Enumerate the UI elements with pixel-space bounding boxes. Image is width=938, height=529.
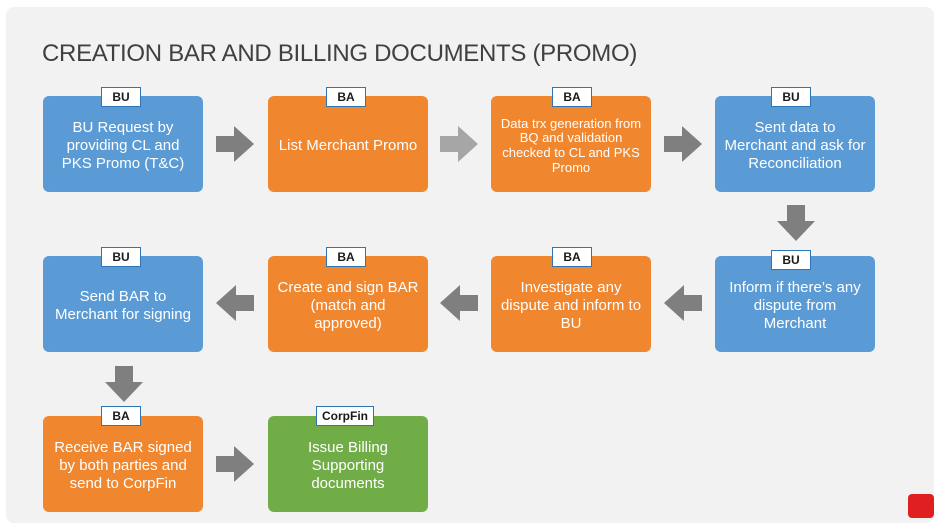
step-label: Receive BAR signed by both parties and s…	[54, 439, 192, 492]
step-issue-billing: Issue Billing Supporting documents	[268, 416, 428, 512]
role-tag-corpfin: CorpFin	[316, 406, 374, 426]
role-tag-ba: BA	[326, 247, 366, 267]
step-investigate-dispute: Investigate any dispute and inform to BU	[491, 256, 651, 352]
page-title: CREATION BAR AND BILLING DOCUMENTS (PROM…	[42, 40, 638, 67]
role-tag-bu: BU	[101, 87, 141, 107]
step-label: Create and sign BAR (match and approved)	[277, 279, 419, 332]
step-bu-request: BU Request by providing CL and PKS Promo…	[43, 96, 203, 192]
step-label: Data trx generation from BQ and validati…	[500, 115, 642, 175]
step-send-bar-merchant: Send BAR to Merchant for signing	[43, 256, 203, 352]
step-inform-dispute: Inform if there’s any dispute from Merch…	[715, 256, 875, 352]
arrow-left-icon	[440, 285, 478, 321]
role-tag-ba: BA	[101, 406, 141, 426]
step-label: BU Request by providing CL and PKS Promo…	[61, 119, 185, 172]
linkaja-logo	[908, 494, 934, 518]
role-tag-bu: BU	[771, 250, 811, 270]
arrow-right-icon	[440, 126, 478, 162]
step-receive-bar-signed: Receive BAR signed by both parties and s…	[43, 416, 203, 512]
role-tag-ba: BA	[326, 87, 366, 107]
step-label: Issue Billing Supporting documents	[307, 439, 389, 492]
arrow-right-icon	[216, 446, 254, 482]
step-data-trx-generation: Data trx generation from BQ and validati…	[491, 96, 651, 192]
role-tag-bu: BU	[101, 247, 141, 267]
arrow-left-icon	[664, 285, 702, 321]
step-label: List Merchant Promo	[278, 137, 418, 155]
arrow-down-icon	[777, 205, 815, 241]
role-tag-ba: BA	[552, 87, 592, 107]
arrow-right-icon	[664, 126, 702, 162]
step-label: Investigate any dispute and inform to BU	[500, 279, 642, 332]
step-label: Sent data to Merchant and ask for Reconc…	[724, 119, 866, 172]
arrow-right-icon	[216, 126, 254, 162]
step-sent-data-reconciliation: Sent data to Merchant and ask for Reconc…	[715, 96, 875, 192]
step-create-sign-bar: Create and sign BAR (match and approved)	[268, 256, 428, 352]
step-label: Send BAR to Merchant for signing	[55, 288, 191, 323]
step-list-merchant-promo: List Merchant Promo	[268, 96, 428, 192]
arrow-down-icon	[105, 366, 143, 402]
step-label: Inform if there’s any dispute from Merch…	[729, 279, 861, 332]
role-tag-ba: BA	[552, 247, 592, 267]
role-tag-bu: BU	[771, 87, 811, 107]
arrow-left-icon	[216, 285, 254, 321]
